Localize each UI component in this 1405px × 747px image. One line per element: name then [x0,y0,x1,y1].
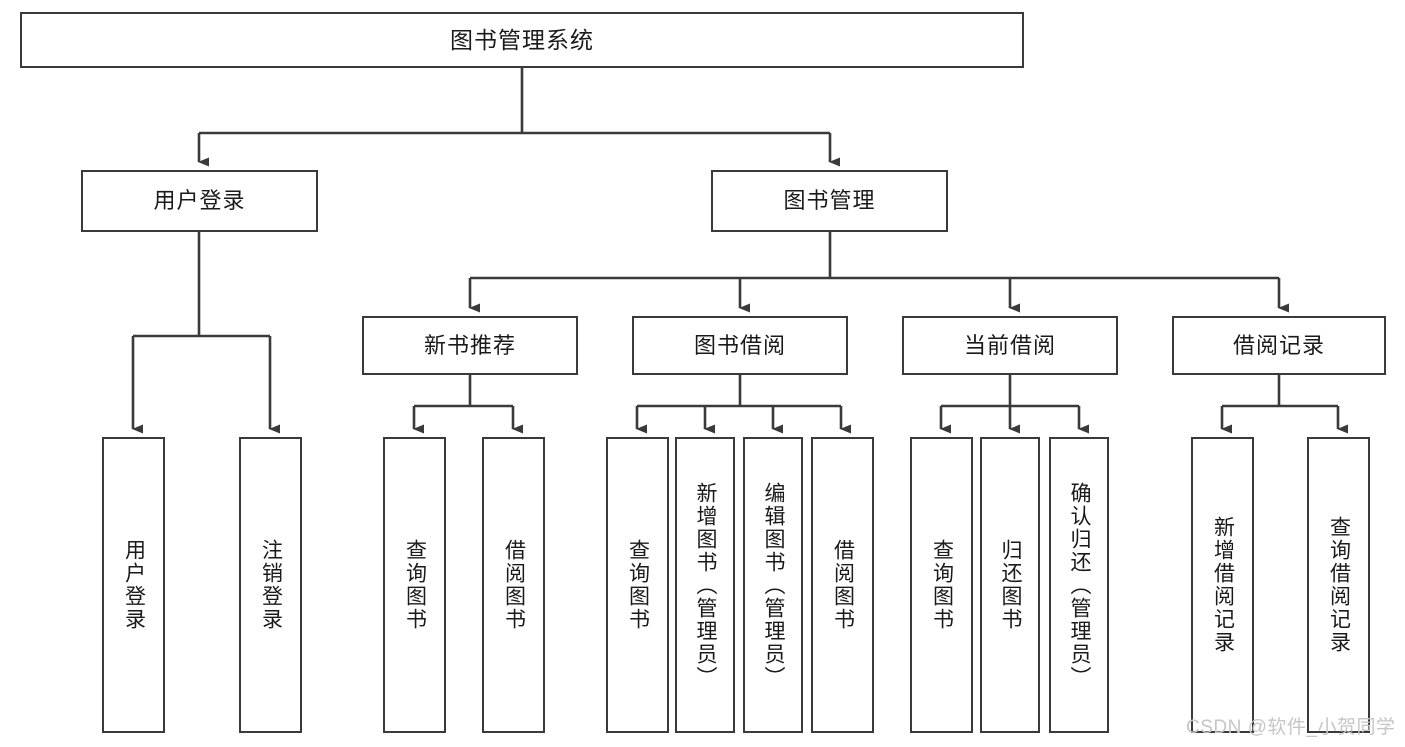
node-leaf-add-book[interactable]: 新增图书（管理员） [675,437,735,733]
node-leaf-edit-book[interactable]: 编辑图书（管理员） [743,437,803,733]
node-label: 借阅记录 [1232,332,1325,358]
node-borrow-record[interactable]: 借阅记录 [1172,316,1386,375]
node-label: 查询借阅记录 [1327,516,1351,654]
node-label: 新增图书（管理员） [694,481,718,689]
node-leaf-query-book-borrow[interactable]: 查询图书 [606,437,669,733]
node-leaf-return-book[interactable]: 归还图书 [980,437,1040,733]
node-label: 新增借阅记录 [1211,516,1235,654]
node-new-book-recommend[interactable]: 新书推荐 [362,316,578,375]
node-label: 用户登录 [153,188,246,214]
node-leaf-borrow-book[interactable]: 借阅图书 [811,437,874,733]
node-leaf-logout-login[interactable]: 注销登录 [239,437,302,733]
node-book-manage[interactable]: 图书管理 [711,170,948,232]
node-label: 当前借阅 [963,332,1056,358]
node-book-borrow[interactable]: 图书借阅 [632,316,848,375]
node-label: 借阅图书 [831,539,855,631]
node-label: 图书管理 [783,188,876,214]
node-label: 新书推荐 [423,332,516,358]
node-leaf-query-book-current[interactable]: 查询图书 [910,437,973,733]
node-label: 查询图书 [626,539,650,631]
node-label: 归还图书 [999,539,1023,631]
node-label: 图书管理系统 [450,26,594,53]
node-leaf-add-borrow-record[interactable]: 新增借阅记录 [1191,437,1254,733]
node-leaf-confirm-return[interactable]: 确认归还（管理员） [1049,437,1109,733]
node-label: 注销登录 [259,539,283,631]
node-current-borrow[interactable]: 当前借阅 [902,316,1118,375]
node-leaf-query-borrow-record[interactable]: 查询借阅记录 [1307,437,1370,733]
node-leaf-query-book-recommend[interactable]: 查询图书 [383,437,446,733]
node-user-login[interactable]: 用户登录 [81,170,318,232]
node-label: 用户登录 [122,539,146,631]
node-label: 确认归还（管理员） [1068,481,1092,689]
node-label: 查询图书 [930,539,954,631]
node-leaf-user-login[interactable]: 用户登录 [102,437,165,733]
node-book-management-system[interactable]: 图书管理系统 [20,12,1024,68]
node-label: 图书借阅 [693,332,786,358]
node-leaf-borrow-book-recommend[interactable]: 借阅图书 [482,437,545,733]
node-label: 编辑图书（管理员） [762,481,786,689]
node-label: 借阅图书 [502,539,526,631]
node-label: 查询图书 [403,539,427,631]
